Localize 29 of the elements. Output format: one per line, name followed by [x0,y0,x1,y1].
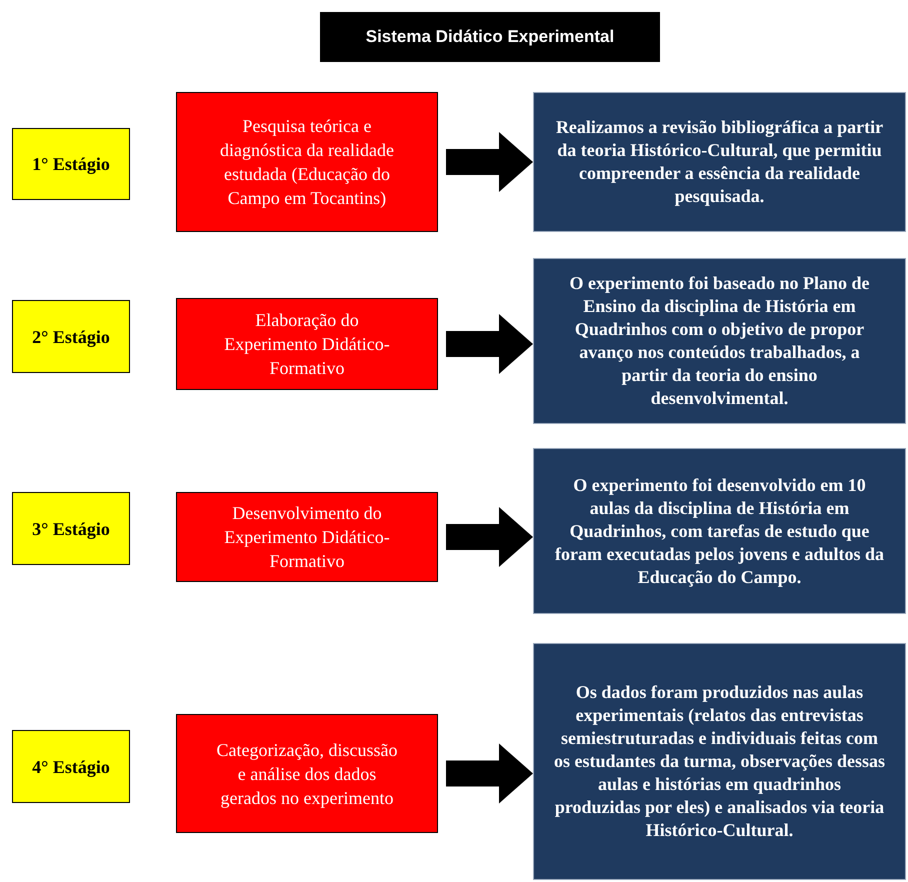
arrow [446,744,533,804]
step-box [176,92,438,232]
arrow [446,132,533,192]
box-text: Desenvolvimento do Experimento Didático-Formativo [223,502,391,573]
box-text: 2° Estágio [31,326,111,348]
stage-box [12,128,130,200]
stage-box [12,492,130,565]
stage-box [12,730,130,803]
box-text: Categorização, discussão e análise dos dados gerados no experimento [216,738,398,810]
box-text: Realizamos a revisão bibliográfica a partir da teoria Histórico-Cultural, que permitiu compreender a essência da realidade pesquisada. [554,116,884,208]
box-text: Os dados foram produzidos nas aulas experimentais (relatos das entrevistas semiestruturadas e individuais feitas com os estudantes da turma, observações dessas aulas e histórias em quadrinhos produzidas por eles) e analisados via teoria Histórico-Cultural. [553,681,886,842]
box-text: Pesquisa teórica e diagnóstica da realidade estudada (Educação do Campo em Tocantins) [219,115,395,210]
box-text: Elaboração do Experimento Didático-Formativo [223,309,391,380]
box-text: 4° Estágio [31,756,111,778]
description-box [533,448,906,614]
box-text: O experimento foi baseado no Plano de Ensino da disciplina de História em Quadrinhos com o objetivo de propor avanço nos conteúdos trabalhados, a partir da teoria do ensino desenvolvimental. [568,272,870,410]
title: Sistema Didático Experimental [366,26,614,48]
box-text: O experimento foi desenvolvido em 10 aulas da disciplina de História em Quadrinhos, com tarefas de estudo que foram executadas pelos jovens e adultos da Educação do Campo. [554,474,885,588]
box-text: 1° Estágio [31,153,111,176]
stage-box [12,300,130,373]
description-box [533,92,906,232]
step-box [176,714,438,833]
description-box [533,258,906,424]
box-text: 3° Estágio [31,518,111,540]
arrow [446,314,533,374]
step-box [176,298,438,390]
arrow [446,507,533,567]
step-box [176,492,438,582]
description-box [533,643,906,880]
